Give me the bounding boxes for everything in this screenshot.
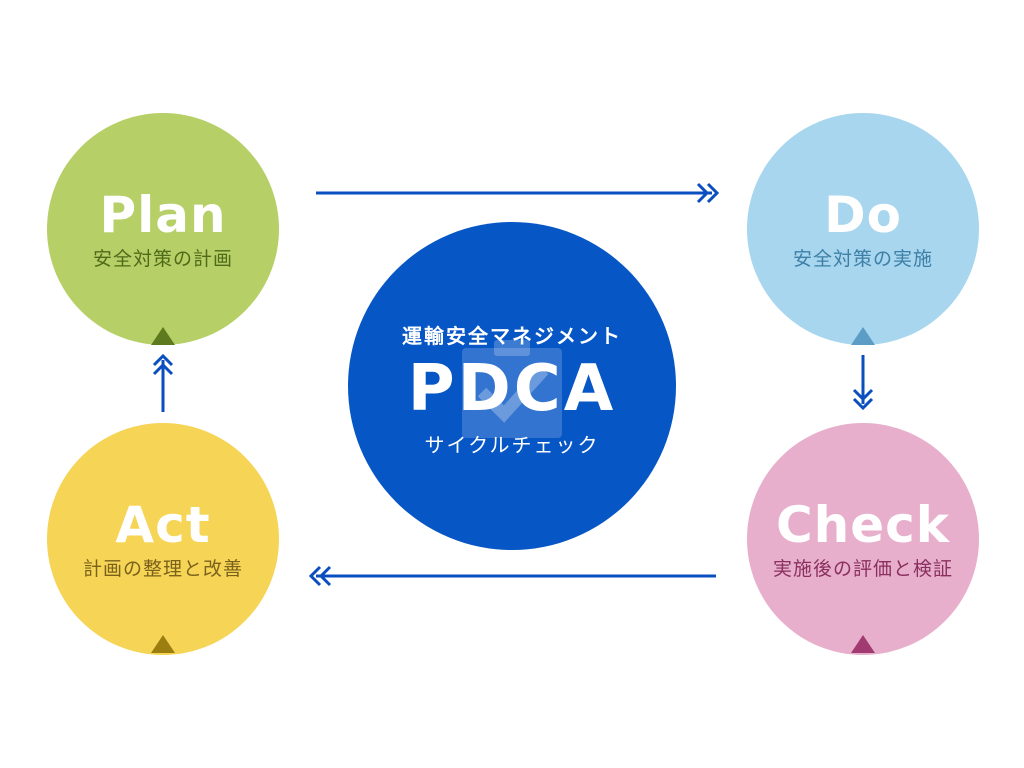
center-main-label: PDCA: [407, 352, 617, 426]
do-subtitle: 安全対策の実施: [792, 248, 933, 270]
center-top-label: 運輸安全マネジメント: [402, 324, 622, 348]
plan-marker-triangle: [151, 327, 175, 345]
check-title: Check: [775, 496, 951, 554]
pdca-center-circle: 運輸安全マネジメント PDCA サイクルチェック: [348, 222, 676, 550]
clipboard-check-icon: [462, 340, 562, 438]
do-title: Do: [824, 186, 902, 244]
plan-title: Plan: [99, 186, 227, 244]
plan-circle: Plan 安全対策の計画: [47, 113, 279, 345]
check-to-act-arrow: [308, 565, 716, 587]
do-marker-triangle: [851, 327, 875, 345]
act-subtitle: 計画の整理と改善: [82, 558, 243, 580]
check-marker-triangle: [851, 635, 875, 653]
do-circle: Do 安全対策の実施: [747, 113, 979, 345]
act-title: Act: [115, 496, 211, 554]
plan-subtitle: 安全対策の計画: [92, 248, 233, 270]
check-circle: Check 実施後の評価と検証: [747, 423, 979, 655]
do-to-check-arrow: [852, 355, 874, 411]
act-to-plan-arrow: [152, 353, 174, 412]
act-marker-triangle: [151, 635, 175, 653]
plan-to-do-arrow: [316, 182, 720, 204]
center-bottom-label: サイクルチェック: [424, 433, 600, 457]
check-subtitle: 実施後の評価と検証: [772, 558, 953, 580]
act-circle: Act 計画の整理と改善: [47, 423, 279, 655]
